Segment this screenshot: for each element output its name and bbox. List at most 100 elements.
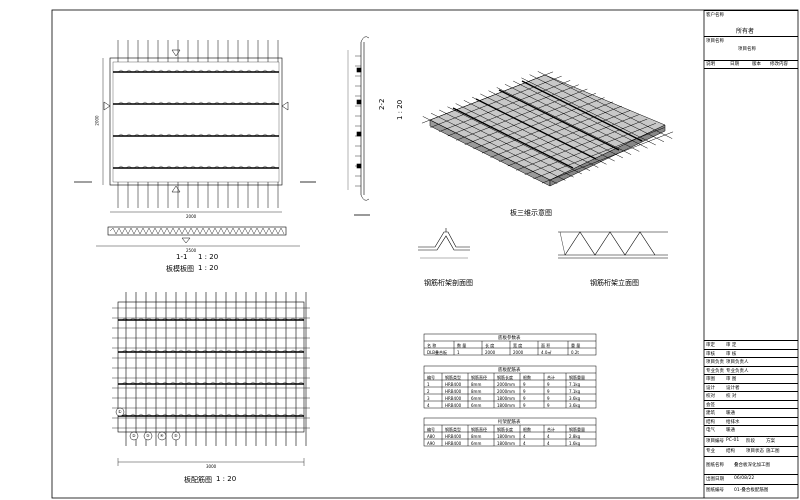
- table-rebar-header: 钢筋类型: [445, 374, 461, 380]
- tables: [423, 333, 597, 447]
- rebar-scale: 1 : 20: [216, 475, 237, 483]
- table-params-cell: 4.0㎡: [541, 349, 552, 355]
- truss-zig: [197, 133, 205, 137]
- rebar-truss-zig: [225, 317, 233, 321]
- rebar-truss-zig: [209, 413, 217, 417]
- side-truss-mark: [356, 131, 362, 137]
- rebar-truss-zig: [185, 381, 193, 385]
- table-rebar-cell: HRB400: [445, 402, 462, 408]
- major-label: 专业: [706, 449, 715, 454]
- table-rebar-cell: 1: [427, 381, 430, 387]
- table-rebar-cell: 9: [547, 402, 550, 408]
- rebar-truss-zig: [153, 413, 161, 417]
- rebar-truss-zig: [185, 413, 193, 417]
- table-rebar-cell: 9: [523, 402, 526, 408]
- table-rebar-cell: 2000mm: [497, 381, 515, 387]
- rebar-truss-zig: [265, 381, 273, 385]
- table-truss-header: 根数: [523, 426, 531, 432]
- rebar-truss-zig: [225, 381, 233, 385]
- rebar-truss-zig: [289, 349, 297, 353]
- role-label: 结构: [706, 419, 715, 425]
- titleblock-divider: [704, 416, 798, 418]
- truss-zig: [237, 101, 245, 105]
- truss-zig: [221, 165, 229, 169]
- iso-bar: [480, 93, 615, 162]
- client-value: 所有者: [736, 28, 755, 35]
- iso-bar: [463, 100, 599, 168]
- rebar-truss-zig: [265, 317, 273, 321]
- titleblock-divider: [704, 382, 798, 384]
- truss-zig: [165, 101, 173, 105]
- rebar-truss-zig: [161, 381, 169, 385]
- role-name: 给排水: [726, 419, 740, 425]
- truss-zig: [149, 101, 157, 105]
- dim-width: 2000: [186, 214, 197, 219]
- truss-zig: [125, 133, 133, 137]
- rebar-tags: [115, 407, 181, 441]
- truss-zig: [245, 69, 253, 73]
- table-truss-header: 钢筋类型: [445, 426, 461, 432]
- rebar-truss-zig: [121, 349, 129, 353]
- section-scale: 1 : 20: [198, 253, 219, 261]
- rebar-truss-zig: [233, 381, 241, 385]
- rebar-plan: [112, 292, 310, 466]
- iso-truss: [452, 107, 574, 169]
- side-truss-mark: [356, 99, 362, 105]
- rebar-truss-zig: [273, 413, 281, 417]
- table-truss-header: 编号: [427, 426, 435, 432]
- rebar-truss-zig: [145, 349, 153, 353]
- iso-bar: [430, 112, 566, 181]
- truss-zig: [141, 133, 149, 137]
- table-rebar-cell: 9: [523, 381, 526, 387]
- tag-4: ④: [160, 433, 164, 438]
- iso-bar: [521, 77, 656, 146]
- drawing-no-label: 图纸编号: [706, 488, 724, 493]
- drawing-name: 叠合板深化加工图: [734, 463, 770, 468]
- table-rebar-cell: 9: [523, 395, 526, 401]
- truss-zig: [157, 101, 165, 105]
- dim-side: 2500: [186, 248, 197, 253]
- truss-zig: [189, 101, 197, 105]
- table-rebar-cell: HRB400: [445, 388, 462, 394]
- truss-zig: [165, 133, 173, 137]
- titleblock-divider: [704, 340, 798, 341]
- rebar-truss-zig: [177, 381, 185, 385]
- truss-zig: [261, 165, 269, 169]
- rebar-truss-zig: [193, 381, 201, 385]
- table-rebar-header: 钢筋长度: [497, 374, 513, 380]
- truss-zig: [157, 69, 165, 73]
- table-params-header: 面 积: [541, 342, 551, 348]
- titleblock-divider: [704, 408, 798, 409]
- rebar-truss-zig: [201, 381, 209, 385]
- rebar-truss-zig: [209, 349, 217, 353]
- rebar-truss-zig: [201, 413, 209, 417]
- truss-section-drawing: [418, 228, 470, 259]
- table-params-title: 底板参数表: [498, 336, 521, 341]
- truss-zig: [117, 133, 125, 137]
- table-truss-cell: 4: [547, 433, 550, 439]
- titleblock-divider: [704, 374, 798, 375]
- rebar-truss-zig: [161, 413, 169, 417]
- truss-zig: [173, 133, 181, 137]
- rebar-truss-zig: [297, 413, 305, 417]
- truss-zig: [149, 165, 157, 169]
- titleblock-divider: [704, 399, 798, 401]
- truss-zig: [213, 69, 221, 73]
- table-truss-cell: 8mm: [471, 433, 482, 439]
- table-truss-cell: 4: [547, 440, 550, 446]
- rebar-truss-zig: [249, 349, 257, 353]
- truss-zig: [125, 165, 133, 169]
- rev-header-date: 日期: [730, 62, 739, 67]
- truss-zig: [229, 69, 237, 73]
- truss-zig: [157, 133, 165, 137]
- table-truss-cell: 1800mm: [497, 433, 515, 439]
- role-label: 审核: [706, 351, 715, 357]
- truss-zig: [221, 69, 229, 73]
- table-truss-header: 钢筋直径: [471, 426, 487, 432]
- table-truss-cell: HRB400: [445, 433, 462, 439]
- rebar-truss-zig: [177, 349, 185, 353]
- truss-zig: [261, 133, 269, 137]
- table-rebar-cell: 7.1kg: [569, 381, 581, 387]
- truss-zig: [141, 69, 149, 73]
